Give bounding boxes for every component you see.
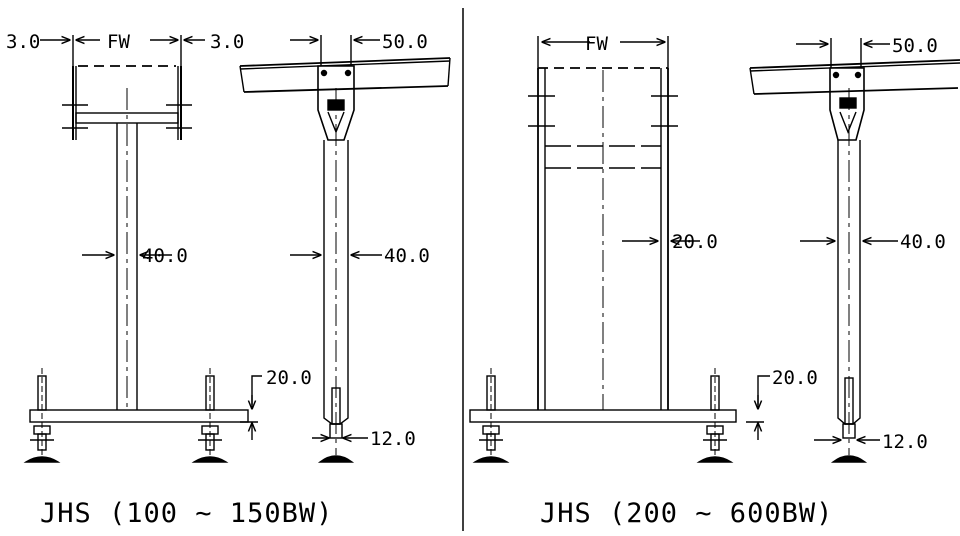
dim-bracket-width: 50.0 [892,35,938,57]
right-side-view [749,38,960,463]
left-front-view [23,35,262,463]
dim-post-depth: 40.0 [384,245,430,267]
right-front-view [469,36,770,463]
dim-bracket-width: 50.0 [382,31,428,53]
dim-right-gap: 3.0 [210,31,244,53]
dim-post-width: 40.0 [142,245,188,267]
dim-post-depth: 40.0 [900,231,946,253]
dim-base-height: 20.0 [772,367,818,389]
dim-plate-width: 20.0 [672,231,718,253]
caption-right: JHS (200 ~ 600BW) [540,498,833,529]
dim-foot-width: 12.0 [370,428,416,450]
dim-left-gap: 3.0 [6,31,40,53]
dim-frame-width: FW [107,31,130,53]
caption-left: JHS (100 ~ 150BW) [40,498,333,529]
dim-frame-width: FW [585,33,608,55]
dim-foot-width: 12.0 [882,431,928,453]
dim-base-height: 20.0 [266,367,312,389]
left-side-view [239,35,451,463]
